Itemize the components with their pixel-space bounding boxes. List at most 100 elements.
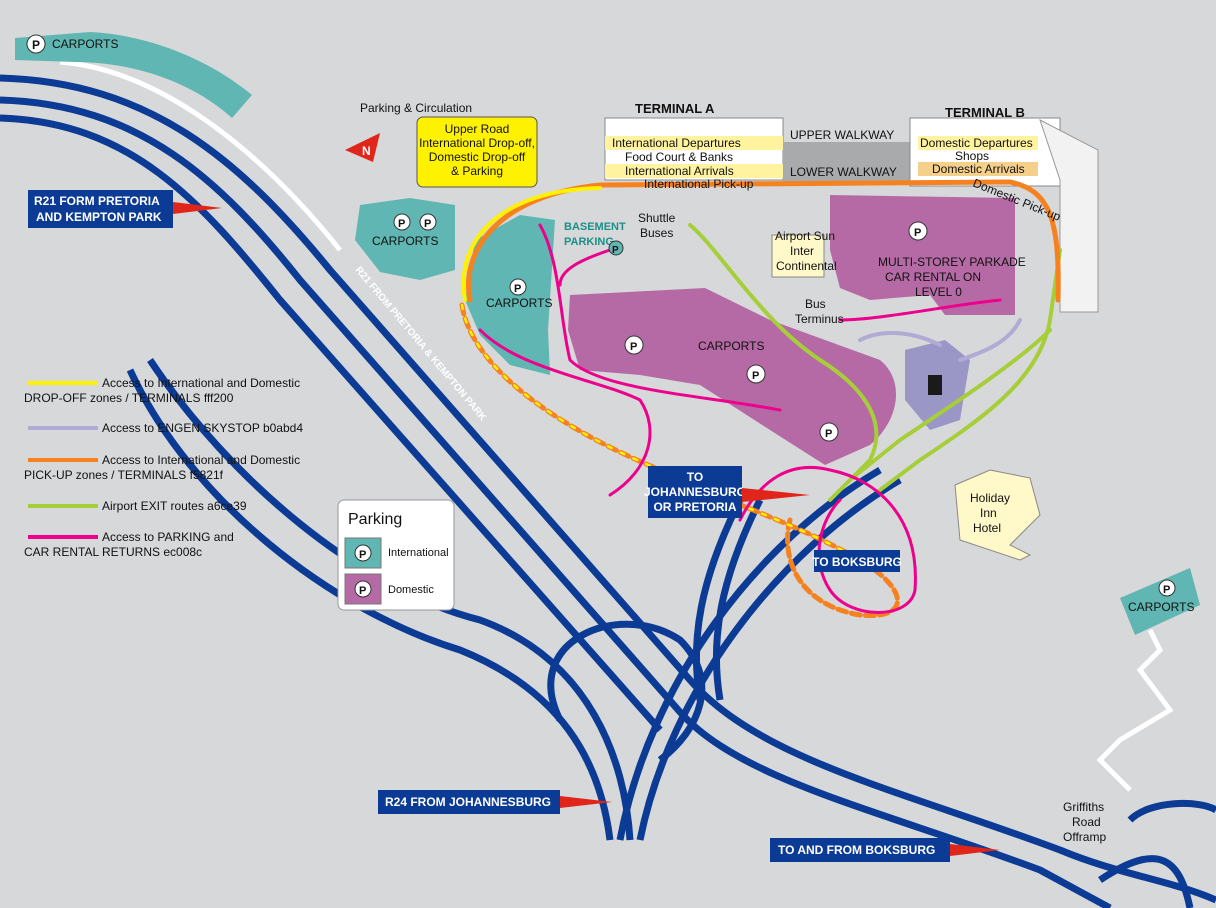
parking-icon-letter: P — [32, 38, 40, 52]
shuttle-label-2: Buses — [640, 226, 673, 240]
sign-jhb-line1: TO — [687, 470, 703, 484]
parking-icon-letter: P — [359, 585, 366, 597]
compass-icon — [345, 133, 380, 162]
parkade-label-3: LEVEL 0 — [915, 285, 962, 299]
parking-icon-letter: P — [612, 245, 619, 256]
sign-r24-arrow — [560, 796, 612, 808]
lower-walkway-label: LOWER WALKWAY — [790, 165, 897, 179]
pickup-route — [466, 179, 1061, 303]
griffiths-label-1: Griffiths — [1063, 800, 1104, 814]
sign-r21-line1: R21 FORM PRETORIA — [34, 194, 160, 208]
griffiths-label-3: Offramp — [1063, 830, 1106, 844]
parking-icon — [624, 335, 644, 355]
parkade-label-1: MULTI-STOREY PARKADE — [878, 255, 1026, 269]
upper-road-line4: & Parking — [451, 164, 503, 178]
sign-boksburg-arrow — [950, 844, 1000, 856]
highways — [0, 74, 1216, 908]
ramp-to-airport — [616, 466, 882, 841]
basement-label-1: BASEMENT — [564, 221, 626, 233]
holiday-inn-building — [954, 469, 1041, 561]
ramp-to-airport-2 — [636, 476, 902, 841]
terminal-b-row-departures: Domestic Departures — [920, 136, 1033, 150]
carports-domestic-label: CARPORTS — [698, 339, 764, 353]
shuttle-label-1: Shuttle — [638, 211, 676, 225]
ramp-loop-left — [547, 620, 706, 763]
sign-r24-box — [378, 790, 560, 814]
sign-r21-arrow — [173, 202, 222, 214]
route-lines — [459, 179, 1062, 619]
sign-boksburg-box — [770, 838, 950, 862]
parking-icon — [419, 213, 437, 231]
sign-boksburg-text: TO AND FROM BOKSBURG — [778, 843, 935, 857]
parking-icon — [908, 221, 928, 241]
exit-route-2 — [848, 328, 1052, 482]
r21-highway-lane3 — [0, 114, 663, 733]
parking-key: Parking P International P Domestic — [337, 499, 455, 611]
exit-route-3 — [878, 248, 1062, 492]
bus-label-2: Terminus — [795, 312, 844, 326]
terminal-b-tower — [1039, 118, 1099, 313]
r21-highway-outer — [0, 74, 1216, 904]
terminal-b-row-shops: Shops — [955, 149, 989, 163]
holiday-label-3: Hotel — [973, 521, 1001, 535]
parking-icon-letter: P — [398, 218, 405, 230]
compass: N — [345, 133, 380, 162]
parking-icon — [746, 364, 766, 384]
parking-icon — [26, 34, 46, 54]
r24-highway-right — [147, 358, 634, 841]
sign-r21-line2: AND KEMPTON PARK — [36, 210, 162, 224]
legend-dropoff-line2: DROP-OFF zones / TERMINALS fff200 — [24, 391, 234, 405]
parking-icon — [819, 422, 839, 442]
griffiths-white-path — [1096, 628, 1174, 792]
parking-icon — [354, 580, 372, 598]
parking-return-2 — [558, 248, 612, 287]
skystop-pump — [928, 375, 942, 395]
parking-icon — [393, 213, 411, 231]
holiday-label-2: Inn — [980, 506, 997, 520]
legend-exit: Airport EXIT routes a6ce39 — [102, 499, 247, 513]
carports-right — [1120, 568, 1200, 635]
parking-icon — [509, 278, 527, 296]
sign-r21-box — [28, 190, 173, 228]
parking-icon — [1158, 579, 1176, 597]
upper-road-line3: Domestic Drop-off — [429, 150, 526, 164]
parking-icon — [608, 240, 624, 256]
terminal-a-row-food: Food Court & Banks — [625, 150, 733, 164]
ramp-boksburg — [692, 498, 744, 701]
carports-center-label: CARPORTS — [486, 296, 552, 310]
parking-key-domestic: Domestic — [388, 584, 434, 596]
loop-bottom-right-2 — [1098, 855, 1194, 908]
sign-r24-text: R24 FROM JOHANNESBURG — [385, 795, 551, 809]
parking-key-title: Parking — [348, 511, 402, 528]
r24-highway-left — [126, 368, 614, 841]
carports-domestic-main — [568, 288, 897, 465]
multi-storey-parkade — [830, 195, 1015, 315]
parking-return-4 — [478, 328, 652, 497]
terminal-a-row-arrivals: International Arrivals — [625, 164, 734, 178]
highway-white-stripe — [59, 59, 342, 252]
upper-road-line2: International Drop-off, — [419, 136, 535, 150]
upper-road-note-box — [416, 116, 538, 188]
legend-pickup-line2: PICK-UP zones / TERMINALS f5821f — [24, 468, 224, 482]
compass-letter: N — [362, 144, 371, 158]
terminal-b-title: TERMINAL B — [945, 105, 1025, 120]
terminal-b-arrivals-strip — [918, 162, 1038, 176]
legend-parking-line2: CAR RENTAL RETURNS ec008c — [24, 545, 202, 559]
holiday-label-1: Holiday — [970, 491, 1010, 505]
carports-right-label: CARPORTS — [1128, 600, 1194, 614]
sign-jhb-arrow — [742, 488, 810, 502]
terminal-b-departures-strip — [918, 136, 1038, 150]
parking-icon-letter: P — [514, 283, 521, 295]
airport-sun-label-3: Continental — [776, 259, 837, 273]
sign-jhb-line2: JOHANNESBURG — [644, 485, 746, 499]
legend-dropoff-line1: Access to International and Domestic — [102, 376, 300, 390]
legend-parking-line1: Access to PARKING and — [102, 530, 234, 544]
sign-jhb-line3: OR PRETORIA — [653, 500, 736, 514]
terminal-a-row-departures: International Departures — [612, 136, 741, 150]
upper-road-note: Upper Road International Drop-off, Domes… — [416, 116, 538, 188]
parking-key-international: International — [388, 547, 449, 559]
r21-highway-inner — [0, 96, 1112, 908]
bus-label-1: Bus — [805, 297, 826, 311]
upper-road-line1: Upper Road — [445, 122, 510, 136]
